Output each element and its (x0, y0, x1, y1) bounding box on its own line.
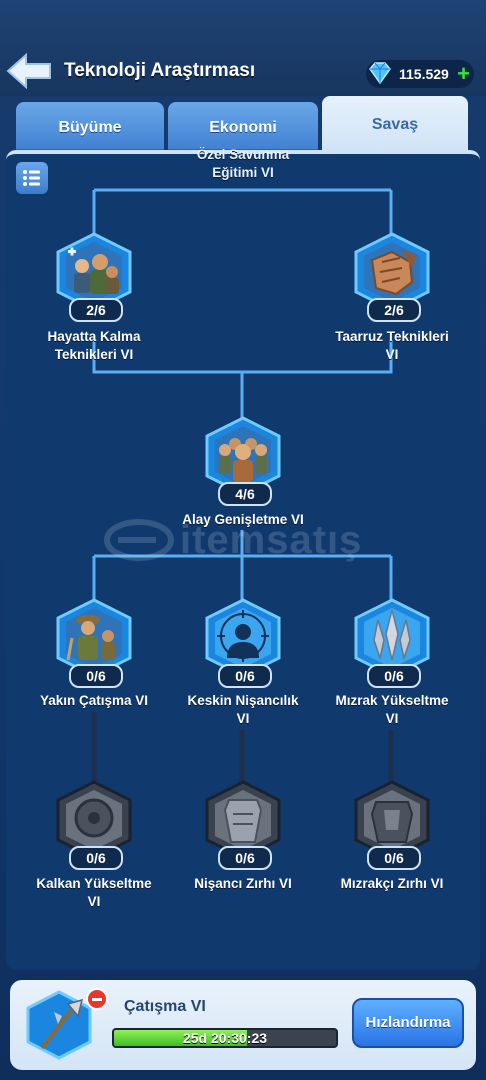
node-progress: 0/6 (69, 846, 123, 870)
halberd-icon (26, 990, 92, 1060)
back-arrow-icon[interactable] (6, 52, 52, 90)
diamond-icon (369, 62, 391, 85)
node-label-taarruz: Taarruz Teknikleri VI (335, 329, 449, 362)
gem-count: 115.529 (399, 66, 449, 82)
research-title: Çatışma VI (124, 998, 206, 1015)
node-label-nisanci-zirhi: Nişancı Zırhı VI (194, 876, 292, 891)
node-label-mizrakci-zirhi: Mızrakçı Zırhı VI (340, 876, 444, 891)
node-progress: 0/6 (218, 664, 272, 688)
node-label-ozel-savunma: Özel Savunma Eğitimi VI (196, 147, 290, 180)
node-label-hayatta-kalma: Hayatta Kalma Teknikleri VI (47, 329, 141, 362)
research-timer: 25d 20:30:23 (182, 1030, 268, 1046)
tech-node-alay[interactable]: 4/6 (203, 416, 283, 506)
node-label-mizrak-yukseltme: Mızrak Yükseltme VI (335, 693, 449, 726)
regiment-icon (205, 416, 281, 496)
add-gems-button[interactable]: + (457, 61, 470, 86)
tech-node-kalkan-yukseltme[interactable]: 0/6 (54, 780, 134, 870)
node-label-kalkan-yukseltme: Kalkan Yükseltme VI (36, 876, 152, 909)
list-view-button[interactable] (16, 162, 48, 194)
node-progress: 0/6 (69, 664, 123, 688)
spear-tips-icon (354, 598, 430, 678)
list-icon (23, 170, 40, 186)
node-label-keskin-nisancilik: Keskin Nişancılık VI (187, 693, 299, 726)
tech-node-taarruz[interactable]: 2/6 (352, 232, 432, 322)
node-progress: 0/6 (218, 846, 272, 870)
watermark: itemsatış (104, 518, 374, 562)
node-progress: 4/6 (218, 482, 272, 506)
tech-node-nisanci-zirhi[interactable]: 0/6 (203, 780, 283, 870)
node-label-yakin-catisma: Yakın Çatışma VI (39, 693, 149, 708)
tech-node-hayatta-kalma[interactable]: 2/6 (54, 232, 134, 322)
node-progress: 0/6 (367, 664, 421, 688)
node-progress: 2/6 (367, 298, 421, 322)
current-research-panel: Çatışma VI 25d 20:30:23 Hızlandırma (10, 980, 476, 1070)
node-label-alay: Alay Genişletme VI (182, 512, 304, 527)
research-progress-bar: 25d 20:30:23 (112, 1028, 338, 1048)
tech-node-keskin-nisancilik[interactable]: 0/6 (203, 598, 283, 688)
crosshair-target-icon (205, 598, 281, 678)
tech-node-yakin-catisma[interactable]: 0/6 (54, 598, 134, 688)
tech-node-mizrak-yukseltme[interactable]: 0/6 (352, 598, 432, 688)
fist-icon (354, 232, 430, 312)
node-progress: 0/6 (367, 846, 421, 870)
survival-soldiers-icon (56, 232, 132, 312)
node-progress: 2/6 (69, 298, 123, 322)
speedup-button[interactable]: Hızlandırma (352, 998, 464, 1048)
melee-soldiers-icon (56, 598, 132, 678)
shield-armor-icon (56, 780, 132, 860)
watermark-text: itemsatış (180, 518, 363, 562)
page-title: Teknoloji Araştırması (64, 60, 256, 81)
tab-buyume[interactable]: Büyüme (16, 102, 164, 152)
tab-ekonomi[interactable]: Ekonomi (168, 102, 318, 152)
watermark-logo-icon (104, 519, 174, 561)
spearman-armor-icon (354, 780, 430, 860)
tech-node-mizrakci-zirhi[interactable]: 0/6 (352, 780, 432, 870)
research-progress-fill (114, 1030, 248, 1046)
gem-counter[interactable]: 115.529 + (366, 60, 474, 88)
tab-savas[interactable]: Savaş (322, 96, 468, 154)
cancel-research-button[interactable] (86, 988, 108, 1010)
